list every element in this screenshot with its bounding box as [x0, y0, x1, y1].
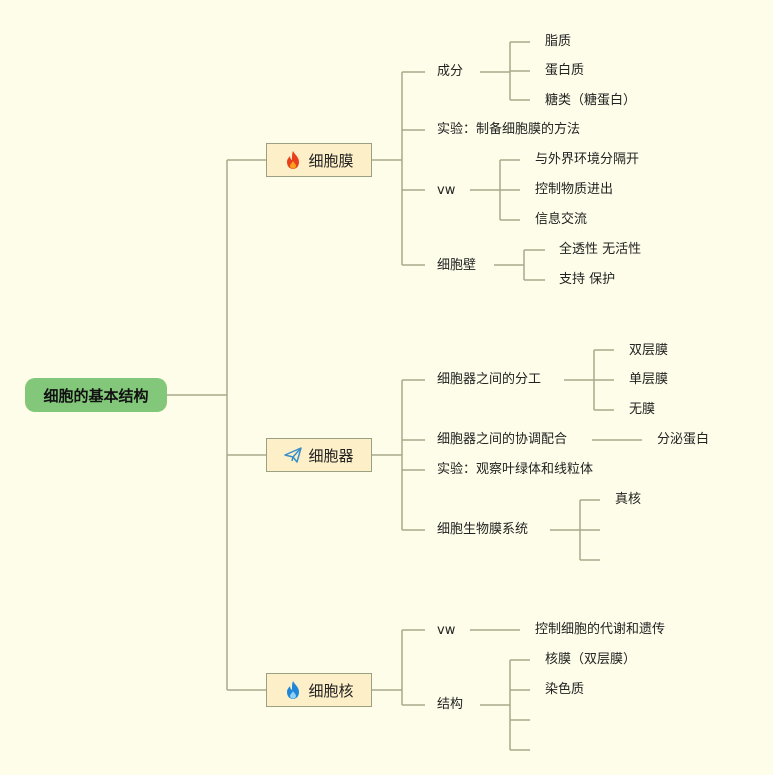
node-membrane-experiment[interactable]: 实验：制备细胞膜的方法	[437, 122, 581, 137]
node-nucleus-function[interactable]: vw	[437, 623, 456, 638]
leaf-chromatin[interactable]: 染色质	[545, 682, 585, 697]
root-node[interactable]: 细胞的基本结构	[25, 378, 167, 412]
node-cell-wall[interactable]: 细胞壁	[437, 258, 477, 273]
leaf-double-membrane[interactable]: 双层膜	[629, 343, 669, 358]
leaf-eukaryote[interactable]: 真核	[615, 492, 642, 507]
node-biomembrane-system[interactable]: 细胞生物膜系统	[437, 522, 529, 537]
leaf-secretory-protein[interactable]: 分泌蛋白	[657, 432, 710, 447]
node-organelle-coordination[interactable]: 细胞器之间的协调配合	[437, 432, 568, 447]
node-organelle-division[interactable]: 细胞器之间的分工	[437, 372, 542, 387]
paper-plane-icon	[284, 447, 303, 463]
leaf-sugar[interactable]: 糖类（糖蛋白）	[545, 93, 637, 108]
node-label: 细胞核	[308, 681, 354, 700]
node-composition[interactable]: 成分	[437, 64, 464, 79]
leaf-no-membrane[interactable]: 无膜	[629, 402, 656, 417]
node-membrane-function[interactable]: vw	[437, 183, 456, 198]
fire-icon	[287, 151, 300, 169]
leaf-protein[interactable]: 蛋白质	[545, 63, 585, 78]
leaf-single-membrane[interactable]: 单层膜	[629, 372, 669, 387]
leaf-wall-permeable[interactable]: 全透性 无活性	[559, 242, 642, 257]
leaf-wall-support[interactable]: 支持 保护	[559, 272, 616, 287]
leaf-control-metabolism[interactable]: 控制细胞的代谢和遗传	[535, 622, 666, 637]
fire-icon	[287, 681, 300, 699]
leaf-nuclear-envelope[interactable]: 核膜（双层膜）	[545, 652, 637, 667]
node-label: 细胞器	[308, 446, 354, 465]
node-organelle-experiment[interactable]: 实验：观察叶绿体和线粒体	[437, 462, 594, 477]
node-nucleus-structure[interactable]: 结构	[437, 697, 464, 712]
node-organelle[interactable]: 细胞器	[266, 438, 372, 472]
node-cell-membrane[interactable]: 细胞膜	[266, 143, 372, 177]
leaf-lipid[interactable]: 脂质	[545, 34, 572, 49]
node-nucleus[interactable]: 细胞核	[266, 673, 372, 707]
node-label: 细胞膜	[308, 151, 354, 170]
leaf-communication[interactable]: 信息交流	[535, 212, 588, 227]
leaf-separate[interactable]: 与外界环境分隔开	[535, 152, 640, 167]
leaf-control-transport[interactable]: 控制物质进出	[535, 182, 614, 197]
